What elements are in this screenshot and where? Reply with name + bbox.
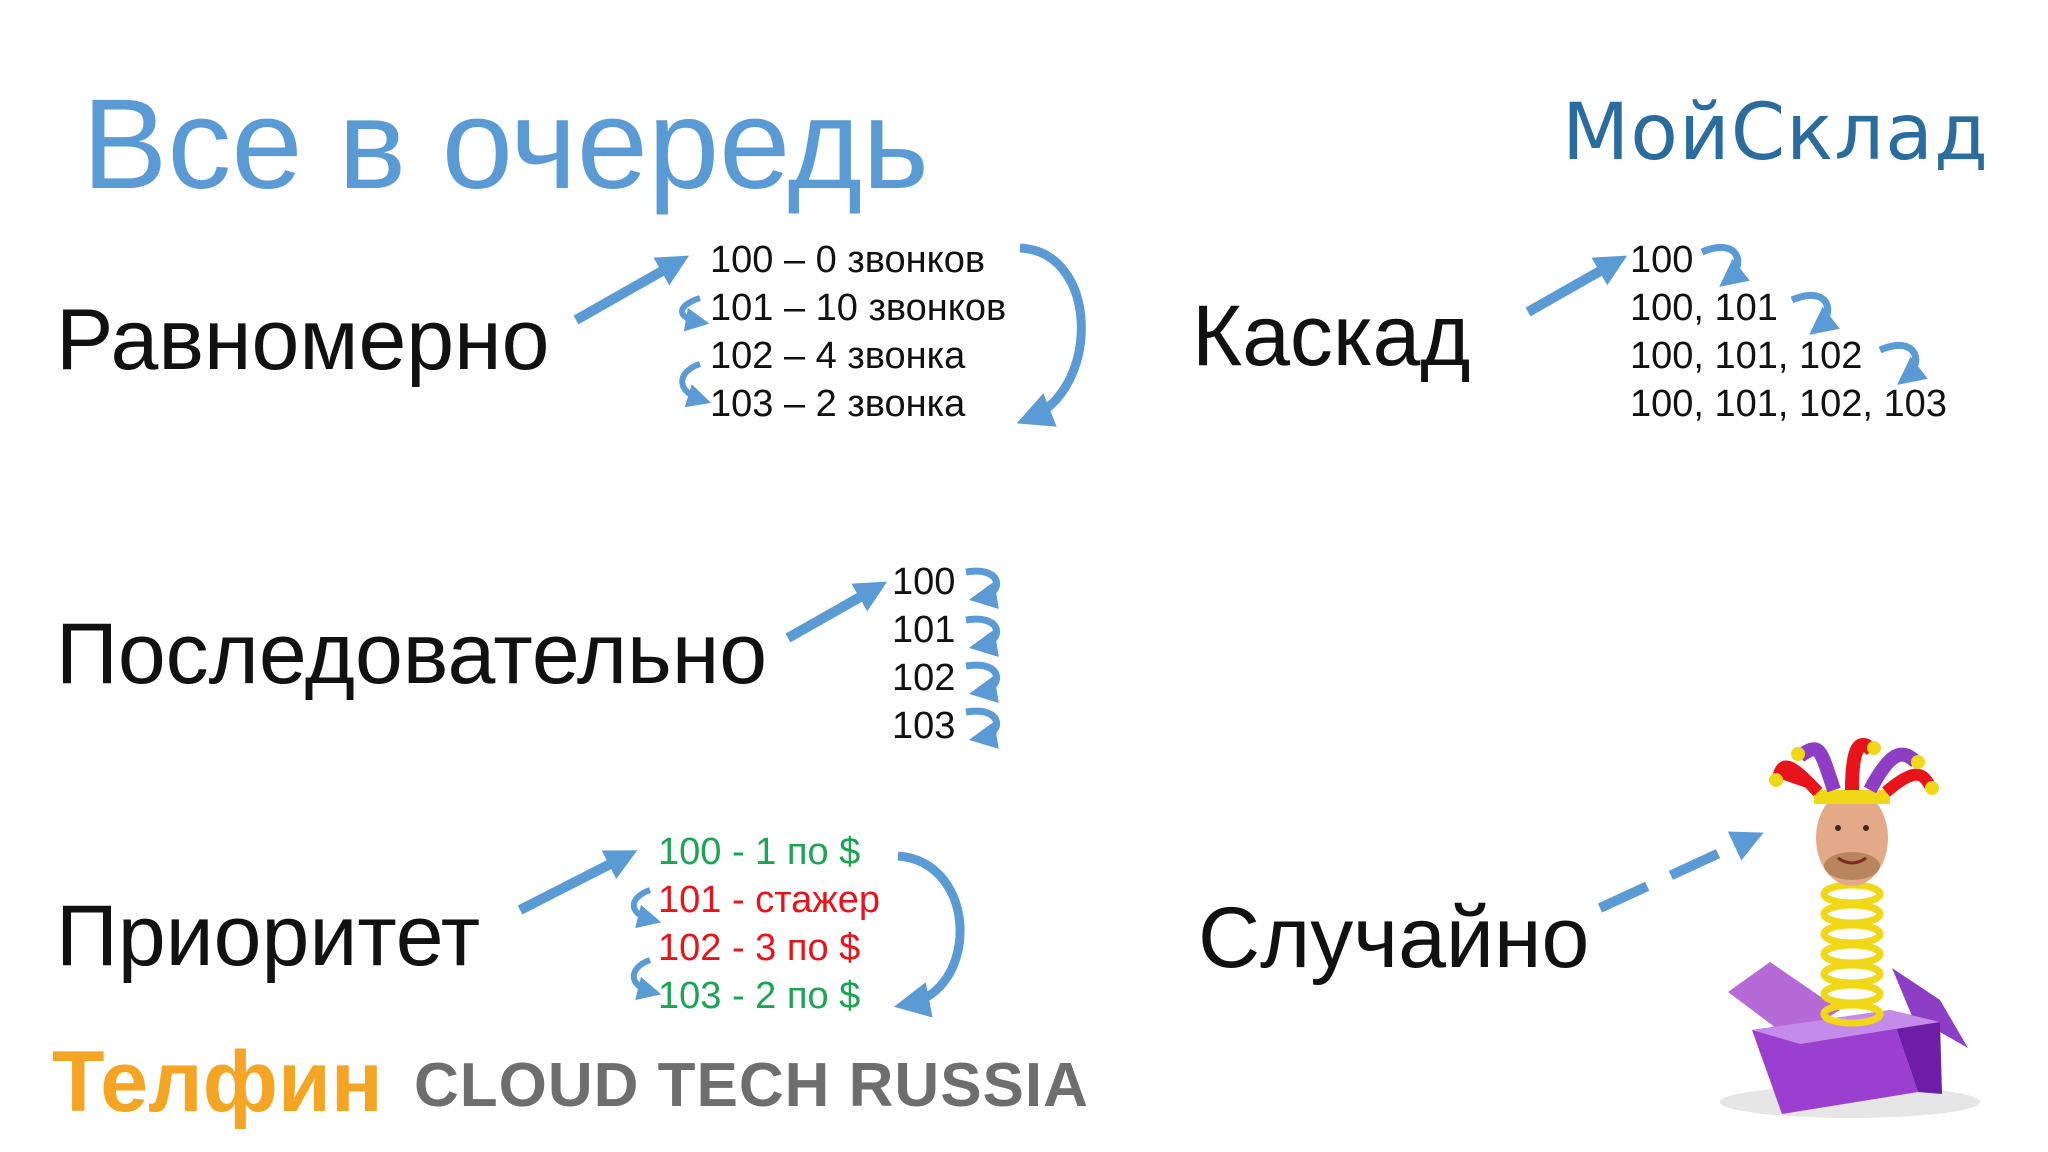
uniform-step-arrow-icon xyxy=(679,295,710,332)
sequential-step-arrow-icon xyxy=(965,707,1000,750)
list-item: 100 xyxy=(1630,239,1694,281)
list-item: 101 - стажер xyxy=(658,879,880,921)
cascade-step-arrow-icon xyxy=(1878,341,1928,385)
list-item: 100 xyxy=(892,561,956,603)
cascade-pointer-arrow-icon xyxy=(1525,255,1628,317)
cascade-step-arrow-icon xyxy=(1790,291,1840,335)
sequential-step-arrow-icon xyxy=(965,615,1000,658)
priority-list: 100 - 1 по $ 101 - стажер 102 - 3 по $ 1… xyxy=(658,828,880,1020)
priority-step-arrow-icon xyxy=(630,887,662,929)
list-item: 100 – 0 звонков xyxy=(710,239,986,281)
list-item: 100, 101 xyxy=(1630,287,1778,329)
sequential-step-arrow-icon xyxy=(965,567,1000,610)
label-cascade: Каскад xyxy=(1192,288,1471,384)
list-item: 101 xyxy=(892,609,956,651)
sequential-pointer-arrow-icon xyxy=(785,581,888,643)
cascade-list: 100 100, 101 100, 101, 102 100, 101, 102… xyxy=(1630,236,1947,428)
list-item: 100 - 1 по $ xyxy=(658,831,861,873)
list-item: 103 - 2 по $ xyxy=(658,975,861,1017)
uniform-return-arrow-icon xyxy=(1016,243,1086,427)
priority-step-arrow-icon xyxy=(630,957,662,1001)
list-item: 103 xyxy=(892,705,956,747)
event-name: CLOUD TECH RUSSIA xyxy=(414,1051,1089,1120)
list-item: 103 – 2 звонка xyxy=(710,383,966,425)
uniform-list: 100 – 0 звонков 101 – 10 звонков 102 – 4… xyxy=(710,236,1006,428)
sequential-step-arrow-icon xyxy=(965,661,1000,704)
jack-in-the-box-illustration xyxy=(1720,738,1980,1118)
random-pointer-arrow-icon xyxy=(1597,831,1764,913)
moysklad-logo: МойСклад xyxy=(1562,88,1989,178)
telfin-logo: Телфин xyxy=(52,1034,383,1130)
list-item: 102 – 4 звонка xyxy=(710,335,966,377)
list-item: 100, 101, 102, 103 xyxy=(1630,383,1947,425)
priority-pointer-arrow-icon xyxy=(517,850,638,915)
slide-title: Все в очередь xyxy=(82,73,929,216)
uniform-pointer-arrow-icon xyxy=(573,255,690,325)
label-random: Случайно xyxy=(1198,890,1590,986)
label-priority: Приоритет xyxy=(56,888,481,984)
sequential-list: 100 101 102 103 xyxy=(892,558,955,750)
list-item: 102 xyxy=(892,657,956,699)
list-item: 101 – 10 звонков xyxy=(710,287,1007,329)
cascade-step-arrow-icon xyxy=(1700,243,1750,287)
list-item: 102 - 3 по $ xyxy=(658,927,861,969)
list-item: 100, 101, 102 xyxy=(1630,335,1863,377)
uniform-step-arrow-icon xyxy=(679,361,712,408)
priority-return-arrow-icon xyxy=(893,851,965,1018)
label-uniform: Равномерно xyxy=(56,292,550,388)
label-sequential: Последовательно xyxy=(56,606,768,702)
